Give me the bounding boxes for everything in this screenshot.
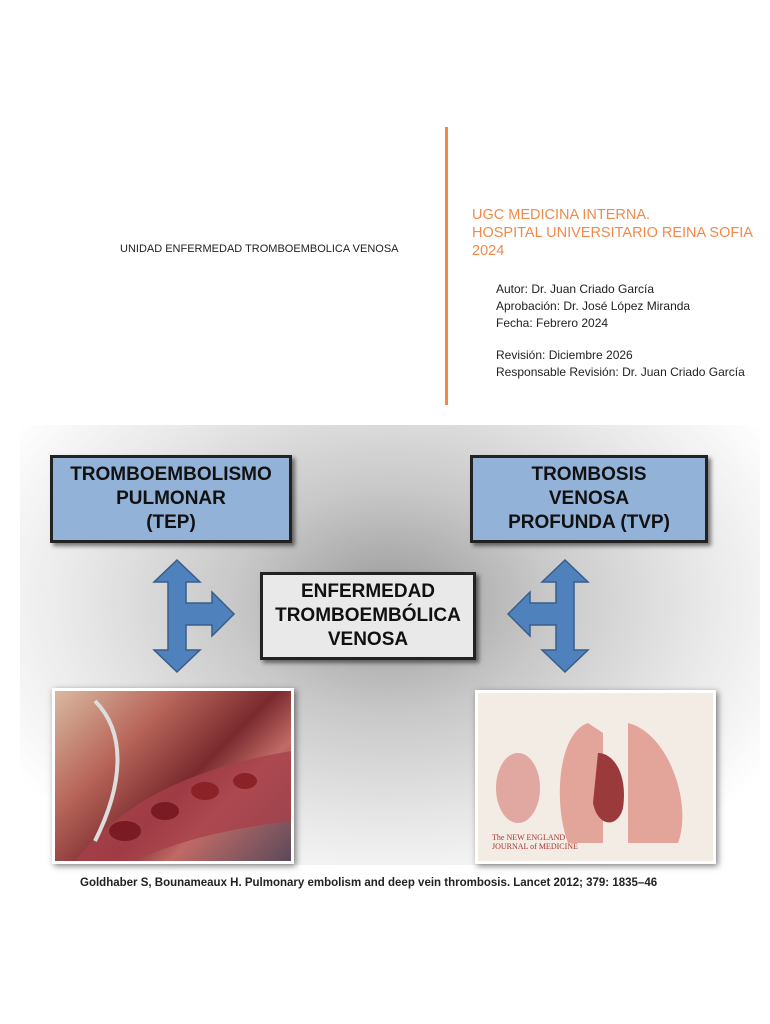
tep-line: TROMBOEMBOLISMO: [70, 464, 272, 485]
header-line: 2024: [472, 243, 505, 259]
etv-line: ENFERMEDAD: [300, 581, 436, 602]
header-line: UGC MEDICINA INTERNA.: [472, 207, 651, 223]
tep-line: PULMONAR: [116, 488, 226, 509]
vein-thrombus-illustration: [52, 688, 294, 864]
etv-line: VENOSA: [327, 629, 409, 650]
author: Autor: Dr. Juan Criado García: [496, 282, 655, 296]
orange-divider: [445, 127, 448, 405]
header-line: HOSPITAL UNIVERSITARIO REINA SOFIA: [472, 225, 753, 241]
tvp-line: TROMBOSIS: [531, 464, 647, 485]
date: Fecha: Febrero 2024: [496, 316, 609, 330]
tvp-line: PROFUNDA (TVP): [508, 512, 670, 533]
right-three-way-arrow-icon: [506, 558, 590, 674]
etv-line: TROMBOEMBÓLICA: [275, 605, 461, 626]
lungs-drawing: [496, 723, 683, 843]
tvp-line: VENOSA: [548, 488, 630, 509]
vein-clot-drawing: [75, 699, 291, 861]
citation: Goldhaber S, Bounameaux H. Pulmonary emb…: [80, 877, 658, 889]
document-metadata: Autor: Dr. Juan Criado García Aprobación…: [496, 281, 745, 381]
etv-box: ENFERMEDAD TROMBOEMBÓLICA VENOSA: [260, 572, 476, 660]
unit-title: UNIDAD ENFERMEDAD TROMBOEMBOLICA VENOSA: [120, 243, 399, 255]
tvp-box: TROMBOSIS VENOSA PROFUNDA (TVP): [470, 455, 708, 543]
revision-owner: Responsable Revisión: Dr. Juan Criado Ga…: [496, 365, 745, 379]
tep-line: (TEP): [146, 512, 196, 533]
approval: Aprobación: Dr. José López Miranda: [496, 299, 691, 313]
revision: Revisión: Diciembre 2026: [496, 348, 633, 362]
institution-header: UGC MEDICINA INTERNA. HOSPITAL UNIVERSIT…: [472, 206, 753, 260]
left-three-way-arrow-icon: [152, 558, 236, 674]
tep-box: TROMBOEMBOLISMO PULMONAR (TEP): [50, 455, 292, 543]
